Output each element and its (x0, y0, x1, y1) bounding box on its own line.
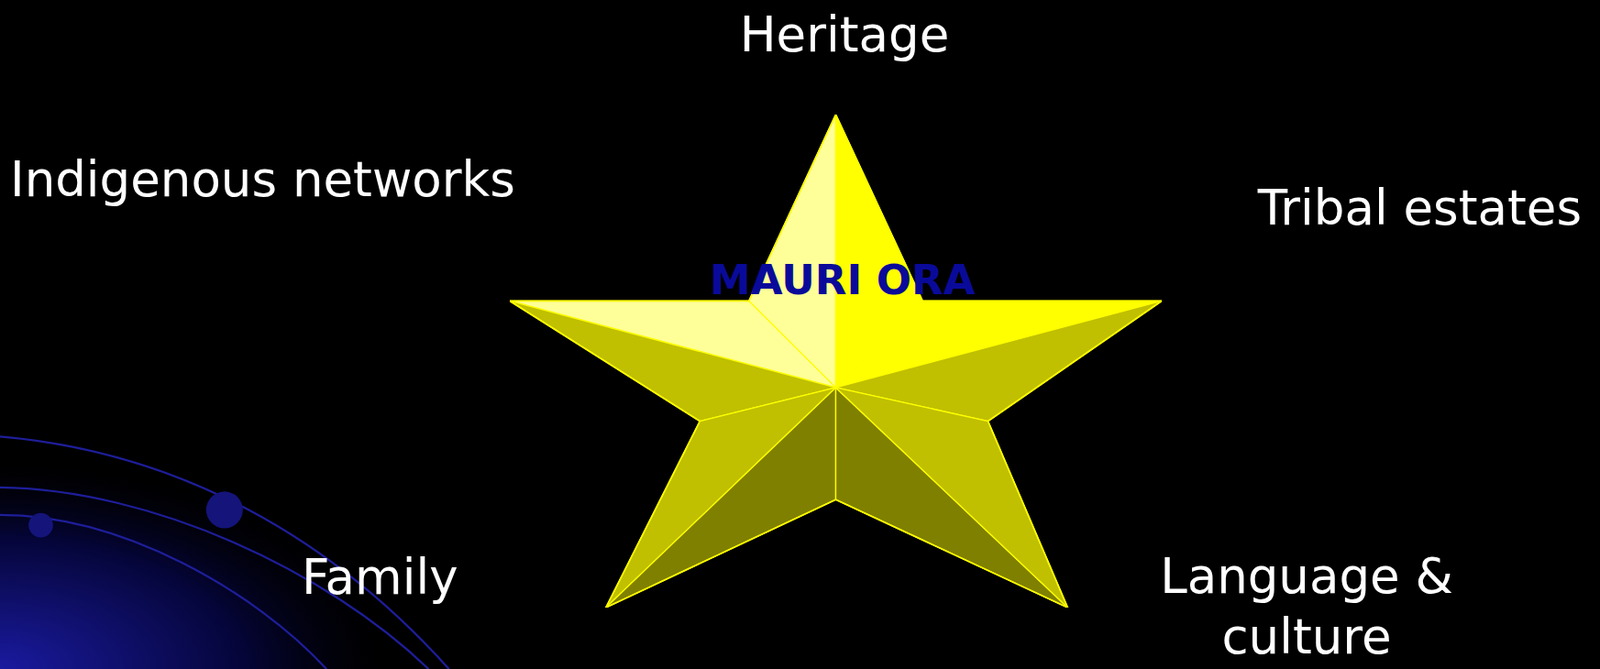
theme-label: Tribal estates (1141, 177, 1582, 239)
center-title: MAURI ORA (709, 256, 976, 305)
star-facet (606, 387, 837, 608)
deco-dot (206, 491, 243, 529)
star-node: MAURI ORA (509, 114, 1162, 608)
star-shape (509, 114, 1162, 608)
theme-label: Indigenous networks (10, 149, 671, 210)
theme-label: Family (301, 547, 577, 608)
star-facet (836, 387, 1069, 608)
star-outline (509, 114, 1162, 608)
deco-dot (28, 513, 54, 539)
theme-label: Language & culture (1114, 546, 1500, 668)
star-facet (836, 387, 1069, 608)
deco-curve (0, 515, 327, 669)
theme-label: Heritage (661, 4, 1028, 66)
star-facet (606, 387, 837, 608)
corner-glow (0, 428, 450, 669)
